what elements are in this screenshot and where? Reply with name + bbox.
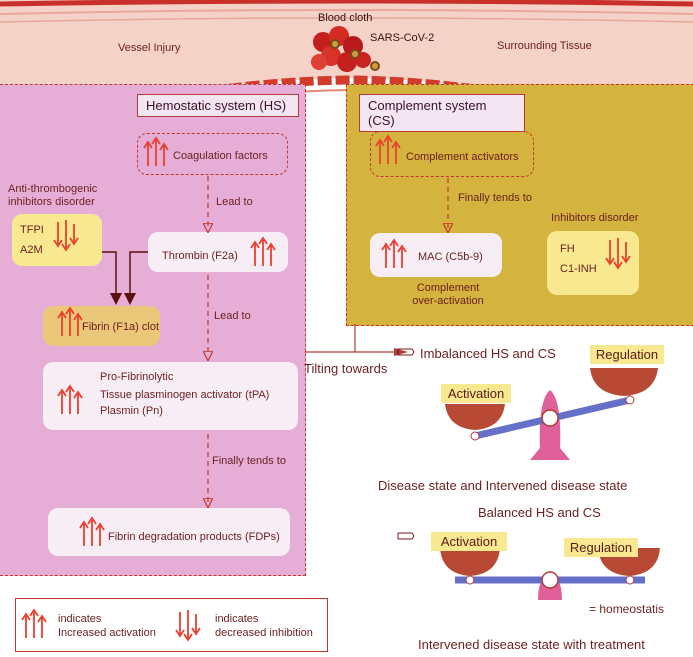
intervened-treatment-label: Intervened disease state with treatment: [418, 637, 645, 652]
legend-decreased-line2: decreased inhibition: [215, 627, 313, 639]
increase-arrow-icon: [57, 385, 83, 415]
pointer-hand-icon: [397, 532, 415, 540]
legend-decreased-line1: indicates: [215, 613, 259, 625]
plasmin-label: Plasmin (Pn): [100, 405, 163, 417]
lead-to-label-2: Lead to: [214, 310, 251, 322]
lead-to-label-1: Lead to: [216, 196, 253, 208]
legend-increased-line1: indicates: [58, 613, 102, 625]
coagulation-factors-label: Coagulation factors: [173, 150, 268, 162]
blood-clot-icon: [311, 26, 380, 72]
pro-fibrinolytic-label: Pro-Fibrinolytic: [100, 371, 174, 383]
complement-activators-label: Complement activators: [406, 151, 519, 163]
vessel-injury-label: Vessel Injury: [118, 42, 181, 54]
anti-thrombogenic-label: Anti-thrombogenic inhibitors disorder: [8, 183, 97, 209]
mac-label: MAC (C5b-9): [418, 251, 483, 263]
imbalanced-label: Imbalanced HS and CS: [420, 346, 556, 361]
tpa-label: Tissue plasminogen activator (tPA): [100, 389, 270, 401]
over-activation-line2: over-activation: [412, 295, 484, 307]
increase-arrow-icon: [143, 137, 169, 167]
increase-arrow-icon: [250, 237, 276, 267]
increase-arrow-icon: [57, 307, 83, 337]
a2m-label: A2M: [20, 244, 43, 256]
over-activation-line1: Complement: [416, 282, 480, 294]
activation-pill-1: Activation: [441, 384, 511, 403]
fdps-label: Fibrin degradation products (FDPs): [108, 531, 280, 543]
tilting-towards-label: Tilting towards: [304, 361, 388, 376]
inhibitors-disorder-label: Inhibitors disorder: [551, 212, 639, 224]
tfpi-a2m-box: [12, 214, 102, 266]
complement-activators-box: [370, 131, 534, 177]
c1inh-label: C1-INH: [560, 263, 597, 275]
anti-thrombogenic-line2: inhibitors disorder: [8, 196, 95, 208]
increase-arrow-icon: [375, 135, 401, 165]
disease-state-label: Disease state and Intervened disease sta…: [378, 478, 628, 493]
finally-tends-to-hs: Finally tends to: [212, 455, 286, 467]
imbalanced-scale: [445, 368, 658, 460]
legend-box: [15, 598, 328, 652]
fh-label: FH: [560, 243, 575, 255]
pro-fibrinolytic-box: [43, 362, 298, 430]
mac-box: [370, 233, 502, 277]
legend-increased: indicates Increased activation: [58, 612, 156, 640]
increase-arrow-icon: [79, 517, 105, 547]
hs-title: Hemostatic system (HS): [137, 94, 299, 117]
finally-tends-to-cs: Finally tends to: [458, 192, 532, 204]
fh-c1inh-box: [547, 231, 639, 295]
regulation-pill-2: Regulation: [564, 538, 638, 557]
anti-thrombogenic-line1: Anti-thrombogenic: [8, 183, 98, 195]
tfpi-label: TFPI: [20, 224, 44, 236]
balanced-label: Balanced HS and CS: [478, 505, 601, 520]
cs-title: Complement system (CS): [359, 94, 525, 132]
coagulation-factors-box: [137, 133, 288, 175]
legend-decreased: indicates decreased inhibition: [215, 612, 313, 640]
fibrin-clot-label: Fibrin (F1a) clot: [82, 321, 160, 333]
thrombin-box: [148, 232, 288, 272]
thrombin-label: Thrombin (F2a): [162, 250, 238, 262]
activation-pill-2: Activation: [431, 532, 507, 551]
regulation-pill-1: Regulation: [590, 345, 664, 364]
blood-clot-label: Blood cloth: [318, 12, 373, 24]
legend-increased-line2: Increased activation: [58, 627, 156, 639]
homeostatis-label: = homeostatis: [589, 602, 665, 616]
virus-label: SARS-CoV-2: [370, 32, 435, 44]
fdps-box: [48, 508, 290, 556]
decrease-arrow-icon: [53, 219, 79, 251]
decrease-arrow-icon: [605, 237, 631, 269]
over-activation-label: Complement over-activation: [398, 282, 498, 308]
increase-arrow-icon: [381, 239, 407, 269]
surrounding-tissue-label: Surrounding Tissue: [497, 40, 592, 52]
